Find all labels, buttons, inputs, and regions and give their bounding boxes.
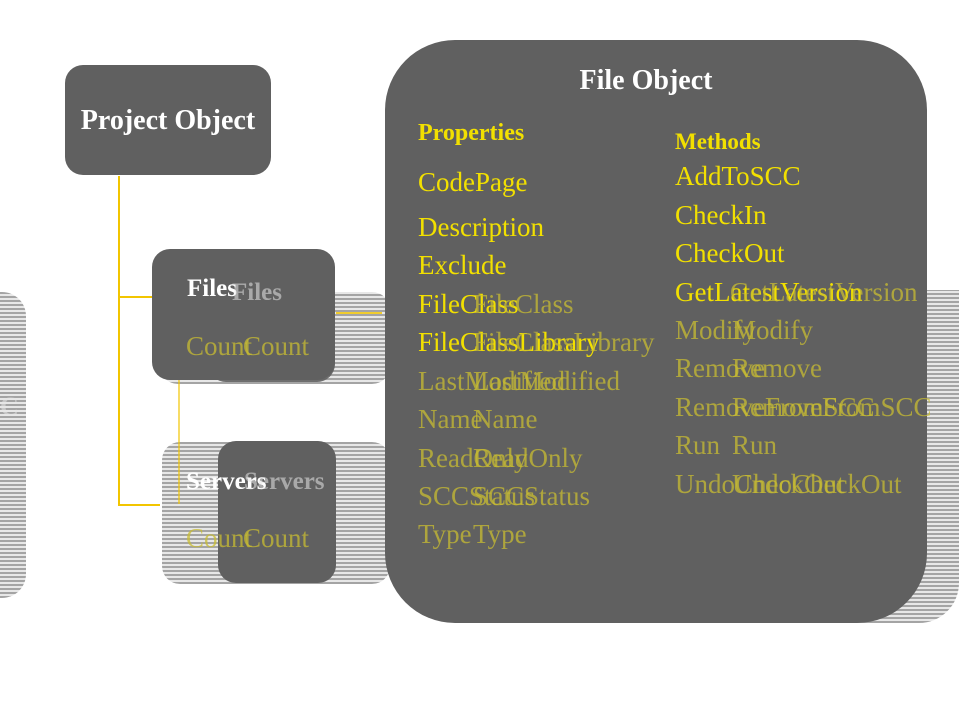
servers-title-ghost: Servers [244,468,325,495]
project-object-title: Project Object [80,105,256,136]
method-item-ghost: UndoCheckOut [732,469,902,499]
property-item: SCCStatus [418,481,536,511]
file-object-panel[interactable] [385,40,927,623]
servers-count: Count [186,523,253,553]
property-item: LastModified [418,366,565,396]
property-item: FileClass [418,289,519,319]
method-item-ghost: Remove [732,353,822,383]
property-item: Description [418,212,544,242]
connector-to-servers [118,504,160,506]
connector-trunk [118,176,120,506]
property-item-ghost: LastModified [473,366,620,396]
properties-header: Properties [418,120,525,146]
left-edge-ghost-glyph: C [0,392,19,421]
property-item-ghost: Type [473,519,527,549]
method-item: Modify [675,315,756,345]
method-item: Remove [675,353,765,383]
servers-title: Servers [186,468,267,495]
method-item-ghost: GetLatestVersion [730,277,918,307]
left-edge-ghost [0,292,26,598]
method-item: Run [675,430,721,460]
property-item: Exclude [418,250,507,280]
connector-files-ghost [178,298,180,504]
methods-header: Methods [675,129,761,154]
property-item: Name [418,404,483,434]
property-item-ghost: FileClass [473,289,574,319]
property-item: FileClassLibrary [418,327,600,357]
project-object-node[interactable] [65,65,271,175]
property-item-ghost: SCCStatus [473,481,591,511]
files-count-ghost: Count [243,331,310,361]
property-item: Type [418,519,472,549]
connector-to-files [118,296,152,298]
method-item-ghost: RemoveFromSCC [732,392,932,422]
property-item-ghost: FileClassLibrary [473,327,655,357]
connector-files-to-fileobject [336,312,382,314]
method-item: GetLatestVersion [675,277,863,307]
property-item: CodePage [418,167,528,197]
files-node-ghost [208,292,335,382]
files-count: Count [186,331,253,361]
servers-node-ghost [218,441,336,583]
servers-count-ghost: Count [243,523,310,553]
property-item-ghost: Name [473,404,538,434]
files-title-ghost: Files [232,279,282,306]
method-item: CheckIn [675,200,767,230]
file-object-title: File Object [579,65,713,96]
method-item: RemoveFromSCC [675,392,875,422]
method-item: UndoCheckOut [675,469,845,499]
property-item: ReadOnly [418,443,528,473]
files-title: Files [187,275,237,302]
property-item-ghost: ReadOnly [473,443,583,473]
method-item-ghost: Modify [732,315,813,345]
method-item-ghost: Run [732,430,778,460]
method-item: CheckOut [675,238,785,268]
method-item: AddToSCC [675,161,801,191]
